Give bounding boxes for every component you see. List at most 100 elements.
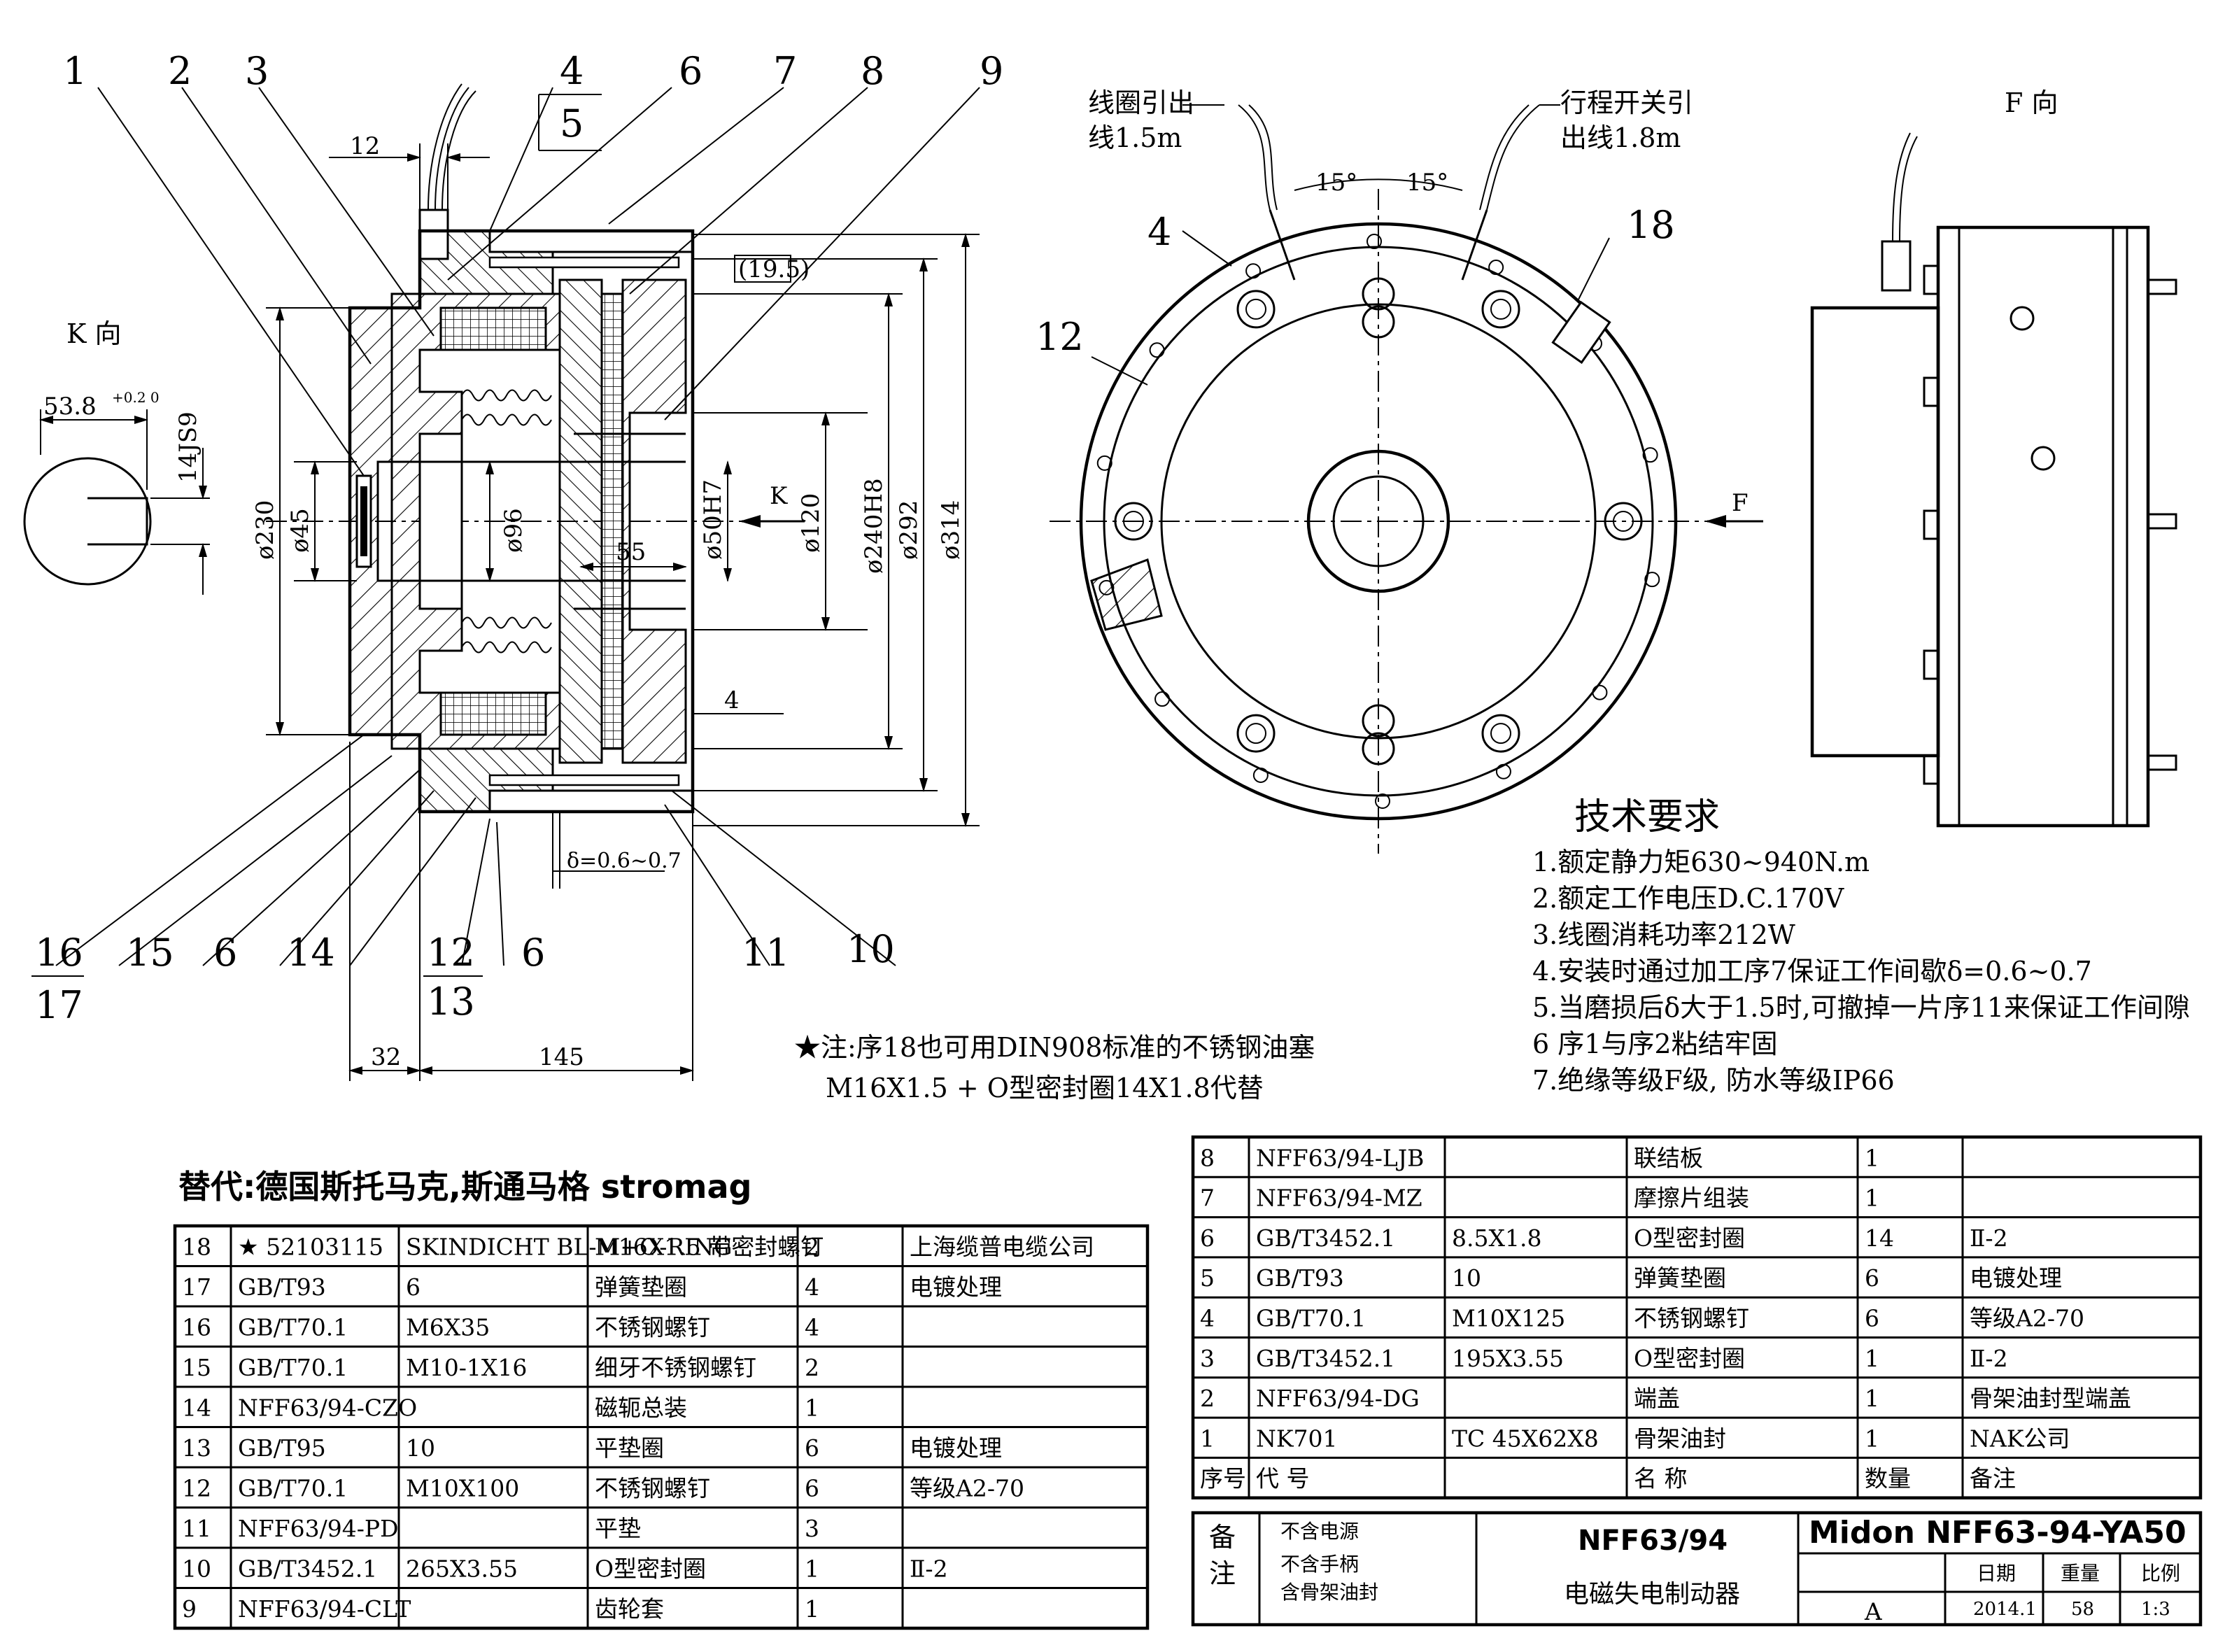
table-cell-spec: 6 [406,1273,421,1301]
table-cell-remark: 上海缆普电缆公司 [910,1233,1094,1260]
lead-labels: 线圈引出 线1.5m 行程开关引 出线1.8m [1088,87,1693,153]
table-cell-qty: 1 [805,1394,819,1421]
label-15: 15 [126,931,174,975]
table-cell-code: GB/T3452.1 [1256,1224,1395,1252]
table-cell-no: 11 [182,1515,211,1542]
dim-120: ø120 [797,493,825,553]
table-cell-qty: 4 [805,1273,819,1301]
table-cell-qty: 6 [1865,1304,1879,1332]
k-view: K 向 53.8 +0.2 0 14JS9 [23,318,210,595]
table-cell-no: 14 [182,1394,211,1421]
table-cell-remark: 电镀处理 [910,1273,1002,1301]
table-cell-name: 齿轮套 [595,1595,664,1623]
dim-240: ø240H8 [860,478,888,574]
table-cell-qty: 6 [1865,1264,1879,1292]
table-cell-code: NFF63/94-CZO [238,1394,417,1421]
switch-lead-1: 行程开关引 [1560,87,1693,118]
table-cell-no: 13 [182,1434,211,1462]
dim-145: 145 [539,1043,584,1071]
replacement-note: 替代:德国斯托马克,斯通马格 stromag [178,1168,751,1206]
bolt-hole [1114,502,1153,541]
table-cell-name: O型密封圈 [1634,1224,1745,1252]
label-11: 11 [742,931,790,975]
table-cell-no: 7 [1200,1185,1215,1212]
table-cell-remark: NAK公司 [1970,1425,2070,1452]
dim-314: ø314 [937,500,965,560]
table-cell-code: 代 号 [1256,1465,1310,1492]
table-cell-qty: 1 [1865,1185,1879,1212]
label-2: 2 [168,49,192,93]
label-12: 12 [427,931,475,975]
table-cell-no: 4 [1200,1304,1215,1332]
table-cell-name: O型密封圈 [595,1555,706,1582]
note-1: 不含电源 [1280,1520,1359,1543]
table-cell-code: NFF63/94-PD [238,1515,399,1542]
table-cell-remark: 等级A2-70 [910,1474,1024,1502]
table-cell-name: 联结板 [1634,1144,1703,1171]
table-cell-spec: M6X35 [406,1313,490,1341]
note-2: 不含手柄 [1280,1553,1359,1576]
label-13: 13 [427,980,475,1024]
f-arrow-label: F [1732,489,1749,517]
tech-item-1: 1.额定静力矩630~940N.m [1532,847,1870,877]
table-cell-code: NFF63/94-DG [1256,1385,1420,1412]
table-cell-qty: 1 [1865,1144,1879,1171]
note-line-1: ★注:序18也可用DIN908标准的不锈钢油塞 [794,1032,1315,1063]
table-cell-no: 16 [182,1313,211,1341]
table-cell-name: 磁轭总装 [595,1394,687,1421]
table-cell-no: 12 [182,1474,211,1502]
axial-hole [1362,277,1395,311]
front-view: 15° 15° F [1050,104,1763,854]
dim-12: 12 [350,132,380,160]
small-hole [1374,793,1390,809]
table-cell-remark: 电镀处理 [910,1434,1002,1462]
tech-title: 技术要求 [1574,796,1720,838]
table-cell-remark: Ⅱ-2 [1970,1224,2008,1252]
dim-96: ø96 [500,508,528,553]
table-cell-code: NFF63/94-MZ [1256,1185,1422,1212]
scale-label: 比例 [2141,1562,2180,1585]
table-cell-no: 5 [1200,1264,1215,1292]
label-14: 14 [287,931,335,975]
f-view-label: F 向 [2005,87,2058,118]
label-8: 8 [861,49,884,93]
coil-lead-2: 线1.5m [1088,122,1182,153]
tech-item-2: 2.额定工作电压D.C.170V [1532,883,1844,914]
table-cell-qty: 数量 [1865,1465,1911,1492]
label-front-18: 18 [1627,203,1675,247]
table-cell-name: 细牙不锈钢螺钉 [595,1354,756,1381]
table-cell-remark: Ⅱ-2 [1970,1345,2008,1372]
notes-label-1: 备 [1209,1522,1236,1553]
f-view: F 向 [1810,87,2177,828]
keyway-width: 53.8 [43,393,97,421]
table-cell-qty: 2 [805,1354,819,1381]
k-view-label: K 向 [66,318,121,349]
small-hole [1642,447,1658,463]
dim-55: 55 [616,538,646,566]
table-cell-qty: 4 [805,1313,819,1341]
small-hole [1245,263,1262,279]
revision: A [1864,1598,1882,1626]
tech-requirements: 技术要求 1.额定静力矩630~940N.m 2.额定工作电压D.C.170V … [1532,796,2190,1096]
small-hole [1592,684,1608,700]
keyway-depth: 14JS9 [174,411,202,483]
table-cell-spec: 265X3.55 [406,1555,518,1582]
table-cell-name: 不锈钢螺钉 [1634,1304,1749,1332]
table-cell-name: M16X1.5 带密封螺钉 [595,1233,824,1260]
note-line-2: M16X1.5 + O型密封圈14X1.8代替 [826,1073,1264,1103]
dim-45: ø45 [286,508,314,553]
weight-value: 58 [2071,1599,2094,1620]
table-cell-remark: 备注 [1970,1465,2016,1492]
table-cell-qty: 1 [805,1555,819,1582]
table-cell-spec: SKINDICHT BL-M+O-RING [406,1233,732,1260]
bolt-hole [1481,714,1520,753]
table-cell-spec: M10-1X16 [406,1354,527,1381]
